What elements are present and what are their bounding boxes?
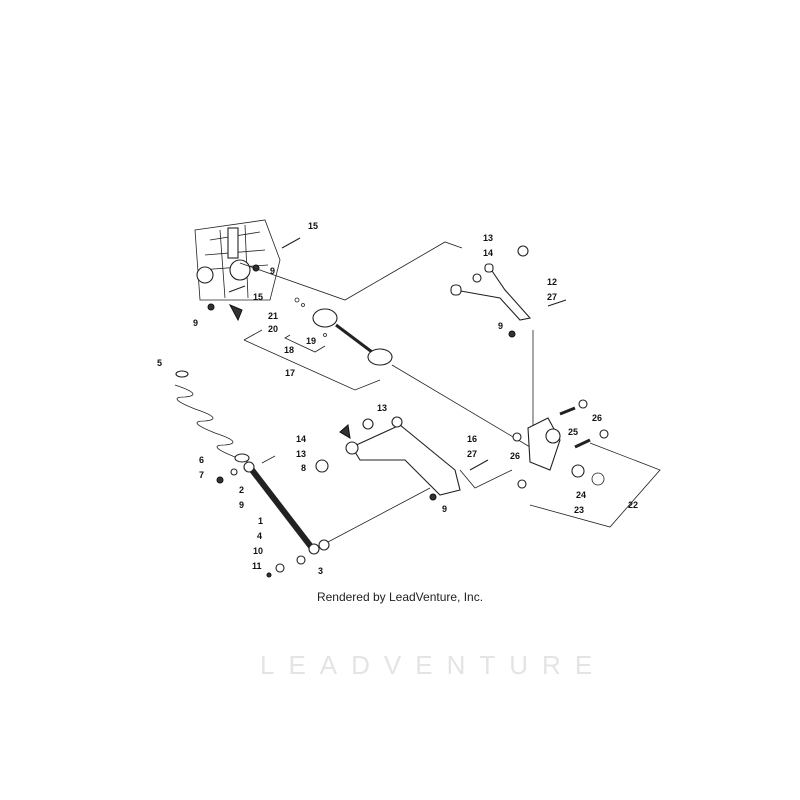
callout[interactable]: 17 xyxy=(285,368,295,378)
callout[interactable]: 18 xyxy=(284,345,294,355)
callout[interactable]: 26 xyxy=(510,451,520,461)
callout[interactable]: 7 xyxy=(199,470,204,480)
callout[interactable]: 24 xyxy=(576,490,586,500)
callout[interactable]: 15 xyxy=(253,292,263,302)
coil-spring xyxy=(174,370,254,470)
callout[interactable]: 19 xyxy=(306,336,316,346)
callout[interactable]: 2 xyxy=(239,485,244,495)
callout[interactable]: 9 xyxy=(193,318,198,328)
upper-a-arm xyxy=(450,245,567,338)
callout[interactable]: 9 xyxy=(270,266,275,276)
shock-absorber xyxy=(216,453,431,578)
callout[interactable]: 5 xyxy=(157,358,162,368)
callout[interactable]: 9 xyxy=(498,321,503,331)
callout[interactable]: 21 xyxy=(268,311,278,321)
group-brackets xyxy=(239,241,661,528)
credit-text: Rendered by LeadVenture, Inc. xyxy=(316,590,484,604)
callout[interactable]: 11 xyxy=(252,561,262,571)
callout[interactable]: 12 xyxy=(547,277,557,287)
callout[interactable]: 27 xyxy=(467,449,477,459)
callouts: 15 9 15 9 21 20 19 18 17 13 14 12 27 9 5… xyxy=(157,221,638,576)
callout[interactable]: 23 xyxy=(574,505,584,515)
callout[interactable]: 6 xyxy=(199,455,204,465)
callout[interactable]: 14 xyxy=(296,434,306,444)
callout[interactable]: 20 xyxy=(268,324,278,334)
frame-engine xyxy=(194,219,281,301)
callout[interactable]: 14 xyxy=(483,248,493,258)
callout[interactable]: 26 xyxy=(592,413,602,423)
callout[interactable]: 16 xyxy=(467,434,477,444)
callout[interactable]: 13 xyxy=(296,449,306,459)
callout[interactable]: 9 xyxy=(442,504,447,514)
watermark: LEADVENTURE xyxy=(260,650,607,680)
callout[interactable]: 13 xyxy=(483,233,493,243)
arrow-indicator-icon xyxy=(228,304,243,322)
callout[interactable]: 22 xyxy=(628,500,638,510)
callout[interactable]: 1 xyxy=(258,516,263,526)
callout[interactable]: 13 xyxy=(377,403,387,413)
callout[interactable]: 4 xyxy=(257,531,262,541)
callout[interactable]: 8 xyxy=(301,463,306,473)
steering-knuckle xyxy=(512,330,609,489)
callout[interactable]: 27 xyxy=(547,292,557,302)
callout[interactable]: 25 xyxy=(568,427,578,437)
callout[interactable]: 9 xyxy=(239,500,244,510)
lower-a-arm xyxy=(315,416,489,501)
callout[interactable]: 10 xyxy=(253,546,263,556)
drive-axle xyxy=(294,297,536,451)
callout[interactable]: 15 xyxy=(308,221,318,231)
callout[interactable]: 3 xyxy=(318,566,323,576)
